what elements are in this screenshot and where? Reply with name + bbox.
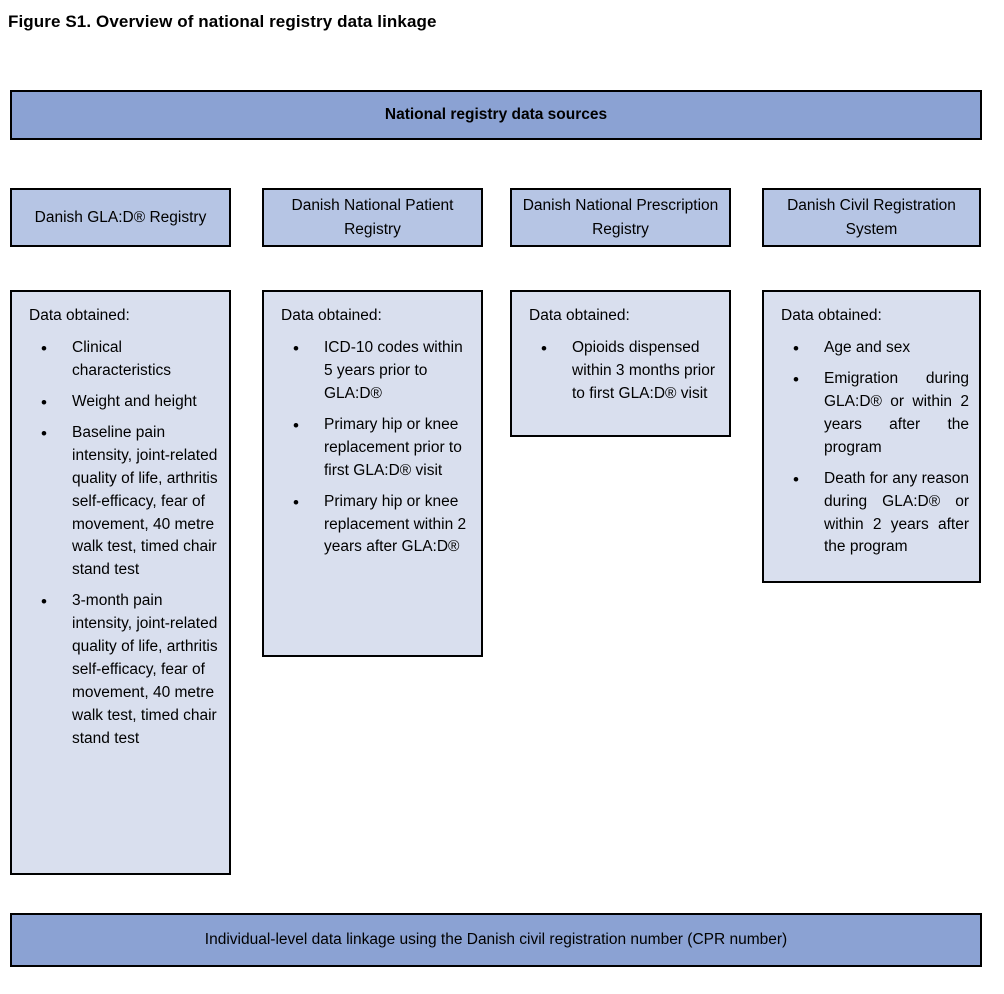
header-box: National registry data sources bbox=[10, 90, 982, 140]
registry-box-national-prescription: Danish National Prescription Registry bbox=[510, 188, 731, 247]
bullet-item: Emigration during GLA:D® or within 2 yea… bbox=[781, 367, 969, 460]
figure-title: Figure S1. Overview of national registry… bbox=[8, 12, 437, 31]
data-box-national-patient: Data obtained: ICD-10 codes within 5 yea… bbox=[262, 290, 483, 657]
data-box-national-prescription: Data obtained: Opioids dispensed within … bbox=[510, 290, 731, 437]
data-obtained-list-civil-registration: Age and sexEmigration during GLA:D® or w… bbox=[781, 336, 969, 560]
data-obtained-heading: Data obtained: bbox=[529, 307, 630, 324]
registry-box-glad: Danish GLA:D® Registry bbox=[10, 188, 231, 247]
footer-box: Individual-level data linkage using the … bbox=[10, 913, 982, 967]
data-obtained-heading: Data obtained: bbox=[281, 307, 382, 324]
header-label: National registry data sources bbox=[384, 106, 608, 123]
bullet-item: ICD-10 codes within 5 years prior to GLA… bbox=[281, 336, 471, 406]
bullet-item: 3-month pain intensity, joint-related qu… bbox=[29, 589, 219, 751]
data-obtained-list-national-patient: ICD-10 codes within 5 years prior to GLA… bbox=[281, 336, 471, 560]
footer-label: Individual-level data linkage using the … bbox=[204, 931, 788, 948]
data-obtained-list-glad: Clinical characteristicsWeight and heigh… bbox=[29, 336, 219, 751]
data-box-civil-registration: Data obtained: Age and sexEmigration dur… bbox=[762, 290, 981, 583]
data-box-glad: Data obtained: Clinical characteristicsW… bbox=[10, 290, 231, 875]
registry-box-national-patient: Danish National Patient Registry bbox=[262, 188, 483, 247]
registry-box-civil-registration: Danish Civil Registration System bbox=[762, 188, 981, 247]
bullet-item: Primary hip or knee replacement prior to… bbox=[281, 413, 471, 483]
bullet-item: Primary hip or knee replacement within 2… bbox=[281, 490, 471, 560]
bullet-item: Age and sex bbox=[781, 336, 969, 361]
bullet-item: Death for any reason during GLA:D® or wi… bbox=[781, 467, 969, 560]
data-obtained-list-national-prescription: Opioids dispensed within 3 months prior … bbox=[529, 336, 719, 406]
bullet-item: Baseline pain intensity, joint-related q… bbox=[29, 421, 219, 583]
bullet-item: Weight and height bbox=[29, 390, 219, 415]
bullet-item: Clinical characteristics bbox=[29, 336, 219, 383]
bullet-item: Opioids dispensed within 3 months prior … bbox=[529, 336, 719, 406]
data-obtained-heading: Data obtained: bbox=[781, 307, 882, 324]
data-obtained-heading: Data obtained: bbox=[29, 307, 130, 324]
